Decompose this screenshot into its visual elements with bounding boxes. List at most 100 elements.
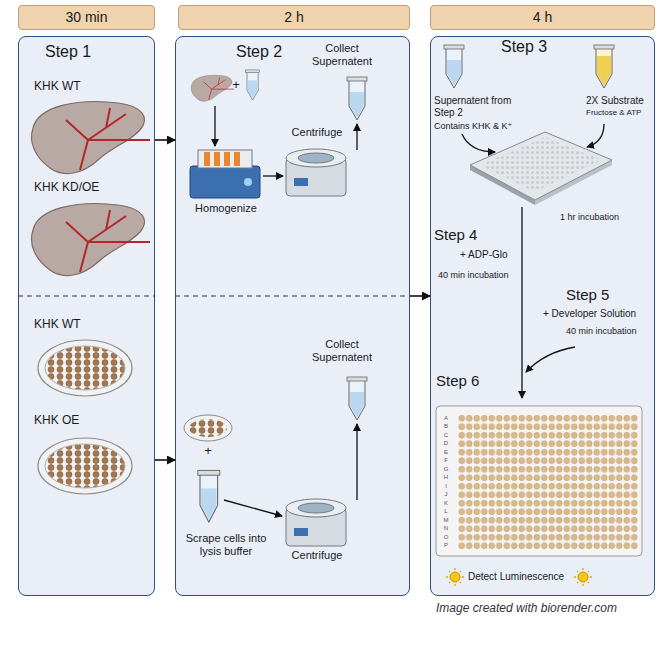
reagent-label: Fructose & ATP [586,108,654,117]
plus-sign: + [202,444,214,459]
art-use [246,70,260,100]
plate-row: P [441,541,451,550]
incubation-note: 40 min incubation [566,326,651,336]
duration-label: 30 min [65,9,107,25]
art-polygon [470,132,612,200]
reagent-label: 2X Substrate [586,95,654,107]
sample-label: KHK OE [34,414,134,428]
art-use [286,149,346,196]
reagent-label: + ADP-Glo [460,249,520,261]
readout-label: Detect Luminescence [468,571,576,583]
art-use [32,102,150,174]
art-g [594,45,614,88]
art-use [38,438,132,494]
art-rect [436,406,642,556]
step-note: Homogenize [186,202,266,215]
art-polygon [535,160,612,205]
step-panel: Step 1 [18,36,155,596]
art-line [18,295,155,296]
art-polygon [480,137,602,192]
art-path [521,207,522,398]
sample-label: KHK WT [34,80,134,94]
art-use [191,75,234,101]
art-use [347,377,367,420]
plus-sign: + [230,78,242,93]
art-line [175,295,410,296]
art-ellipse [184,415,232,441]
plate-row: L [441,507,451,516]
incubation-note: 1 hr incubation [560,212,640,222]
time-header: 30 min [18,5,155,30]
plate-row: G [441,465,451,474]
art-rect [190,166,260,198]
plate-row: F [441,456,451,465]
art-use [444,45,464,88]
step-title: Step 4 [434,226,504,243]
reagent-label: Supernatent from Step 2 [434,95,514,118]
plate-row: A [441,414,451,423]
plate-row: C [441,431,451,440]
flow-arrow [410,295,430,297]
plate-row: I [441,482,451,491]
plate-row: M [441,516,451,525]
art-use [446,568,464,586]
art-path [587,124,604,147]
art-g [190,150,260,198]
art-use [38,340,132,396]
art-line [214,106,215,146]
art-path [526,347,575,372]
step-note: Centrifuge [282,126,352,139]
plate-row: N [441,524,451,533]
art-rect [594,45,614,49]
plate-row: O [441,533,451,542]
step-panel: Step 2 [175,36,410,596]
art-use [574,568,592,586]
duration-label: 4 h [533,9,552,25]
plate-row: K [441,499,451,508]
incubation-note: 40 min incubation [438,270,520,280]
art-path [597,56,611,86]
step-title: Step 3 [501,38,547,56]
art-rect [224,152,230,166]
reagent-label: + Developer Solution [543,308,653,320]
duration-label: 2 h [284,9,303,25]
art-line [263,175,283,176]
plate-row: H [441,473,451,482]
art-use [198,470,220,522]
art-line [356,124,357,150]
art-circle [244,178,252,186]
art-polygon [470,165,535,205]
art-rect [458,414,638,550]
flow-arrow [155,459,175,461]
time-header: 4 h [430,5,655,30]
step-title: Step 2 [236,43,282,61]
sample-label: KHK KD/OE [34,181,144,195]
step-title: Step 5 [566,286,636,303]
step-note: Scrape cells into lysis buffer [176,532,276,557]
plate-row: B [441,422,451,431]
art-use [32,204,150,276]
credit-caption: Image created with biorender.com [436,602,617,616]
art-rect [198,150,252,168]
art-ellipse [189,419,227,437]
sample-label: KHK WT [34,318,134,332]
art-line [224,500,282,516]
step-note: Centrifuge [282,549,352,562]
art-use [347,77,367,120]
art-use [286,499,346,546]
step-note: Collect Supernatent [302,338,382,363]
art-line [356,424,357,500]
step-note: Collect Supernatent [302,42,382,67]
art-path [462,134,495,152]
reagent-label: Contains KHK & K⁺ [434,121,544,131]
flow-arrow [155,139,175,141]
plate-row: E [441,448,451,457]
plate-row: D [441,439,451,448]
time-header: 2 h [178,5,410,30]
step-title: Step 1 [45,43,91,61]
plate-row: J [441,490,451,499]
art-rect [204,152,210,166]
